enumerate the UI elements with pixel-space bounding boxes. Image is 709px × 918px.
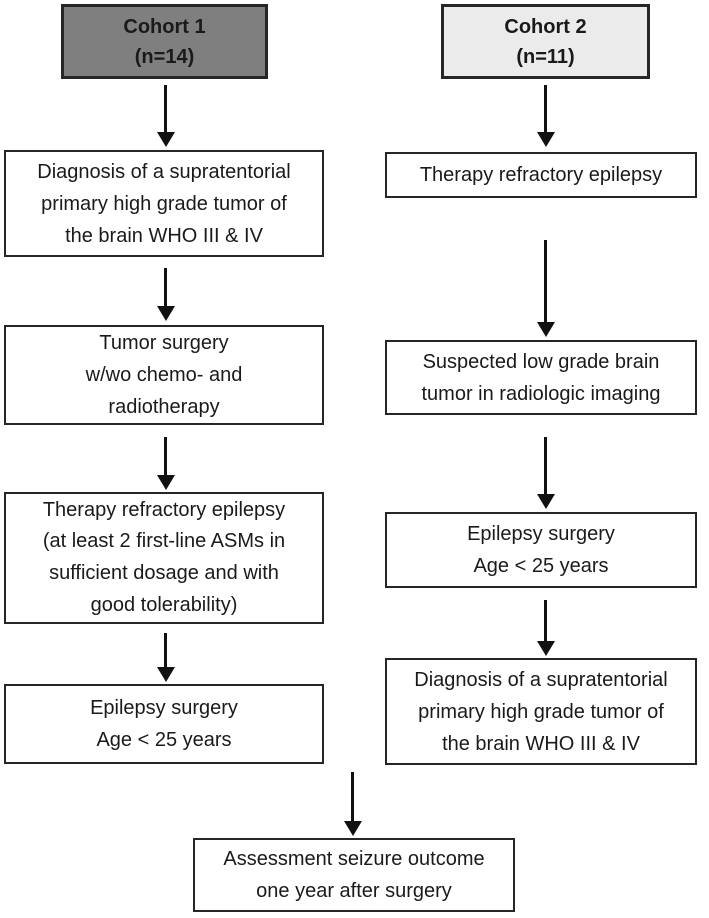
arrow-down-icon [164, 85, 167, 132]
arrow-down-icon [164, 268, 167, 306]
cohort2-step-diagnosis-box: Diagnosis of a supratentorial primary hi… [385, 658, 697, 765]
outcome-box: Assessment seizure outcome one year afte… [193, 838, 515, 912]
arrow-down-icon [544, 85, 547, 132]
arrow-down-icon [351, 772, 354, 821]
arrow-down-icon [164, 633, 167, 667]
arrow-down-icon [164, 437, 167, 475]
cohort2-step-suspected-tumor-box: Suspected low grade brain tumor in radio… [385, 340, 697, 415]
cohort2-step-epilepsy-surgery-box: Epilepsy surgery Age < 25 years [385, 512, 697, 588]
arrow-down-icon [544, 437, 547, 494]
cohort1-step-diagnosis-box: Diagnosis of a supratentorial primary hi… [4, 150, 324, 257]
cohort1-header-box: Cohort 1 (n=14) [61, 4, 268, 79]
cohort2-header-box: Cohort 2 (n=11) [441, 4, 650, 79]
cohort2-step-refractory-epilepsy-box: Therapy refractory epilepsy [385, 152, 697, 198]
arrow-down-icon [544, 600, 547, 641]
cohort1-step-epilepsy-surgery-box: Epilepsy surgery Age < 25 years [4, 684, 324, 764]
cohort1-step-refractory-epilepsy-box: Therapy refractory epilepsy (at least 2 … [4, 492, 324, 624]
arrow-down-icon [544, 240, 547, 322]
cohort1-step-tumor-surgery-box: Tumor surgery w/wo chemo- and radiothera… [4, 325, 324, 425]
